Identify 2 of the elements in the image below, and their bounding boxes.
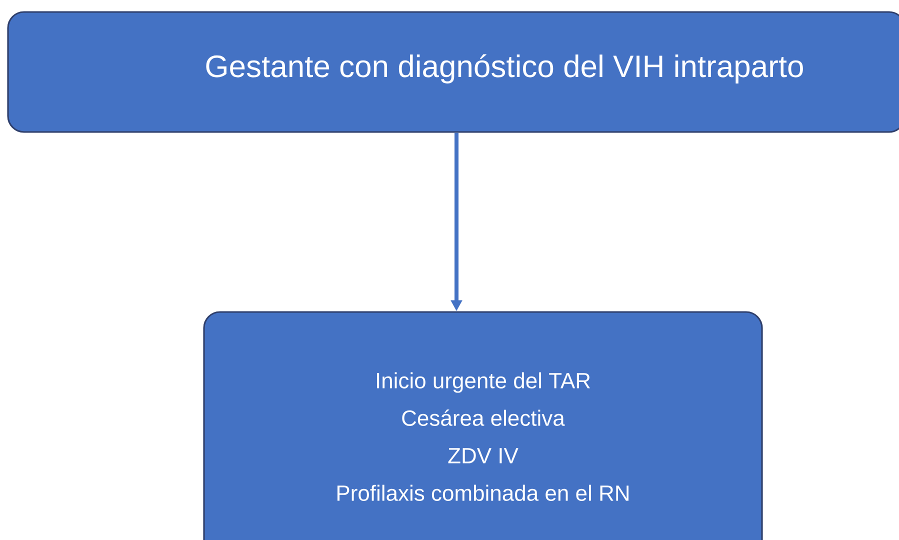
process-box: Inicio urgente del TAR Cesárea electiva ZDV IV Profilaxis combinada en el RN bbox=[203, 311, 763, 540]
process-box: Gestante con diagnóstico del VIH intraparto bbox=[7, 11, 899, 133]
